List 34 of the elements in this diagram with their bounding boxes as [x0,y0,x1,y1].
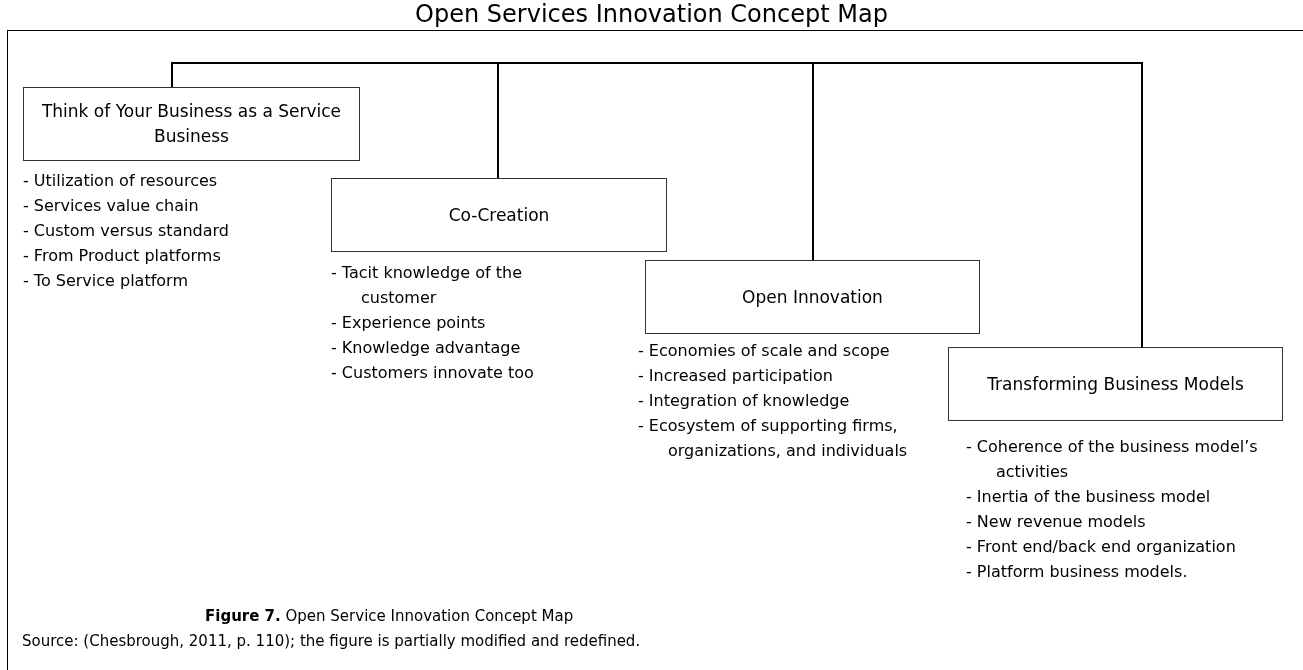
bullet-item: - To Service platform [23,270,189,292]
bullet-item: - From Product platforms [23,245,222,267]
bullet-item: - Integration of knowledge [638,390,851,412]
bullet-item: - Customers innovate too [331,362,535,384]
bullet-item: - Economies of scale and scope [638,340,891,362]
connector-line [812,62,814,261]
connector-line [171,62,173,88]
concept-title: Transforming Business Models [987,372,1244,396]
figure-caption: Figure 7. Open Service Innovation Concept Map [205,606,574,627]
source-note: Source: (Chesbrough, 2011, p. 110); the figure is partially modified and redefined. [22,631,641,652]
bullet-item: - Custom versus standard [23,220,230,242]
concept-box [331,178,667,252]
bullet-item: - Ecosystem of supporting firms, organizations, and individuals [638,415,909,462]
concept-title: Co-Creation [448,203,550,227]
bullet-item: - New revenue models [966,511,1147,533]
concept-box [645,260,980,334]
concept-box [948,347,1283,421]
bullet-item: - Front end/back end organization [966,536,1237,558]
connector-line [497,62,499,179]
bullet-item: - Services value chain [23,195,200,217]
bullet-item: - Tacit knowledge of the customer [331,262,523,309]
connector-bar [171,62,1143,64]
bullet-item: - Experience points [331,312,487,334]
bullet-item: - Increased participation [638,365,834,387]
concept-title: Open Innovation [742,285,883,309]
title: Open Services Innovation Concept Map [414,0,889,28]
bullet-item: - Inertia of the business model [966,486,1212,508]
bullet-item: - Coherence of the business model’s activities [966,436,1259,483]
bullet-item: - Platform business models. [966,561,1189,583]
bullet-item: - Knowledge advantage [331,337,522,359]
bullet-item: - Utilization of resources [23,170,219,192]
concept-box [23,87,360,161]
connector-line [1141,62,1143,348]
concept-title: Think of Your Business as a Service Business [40,100,343,148]
